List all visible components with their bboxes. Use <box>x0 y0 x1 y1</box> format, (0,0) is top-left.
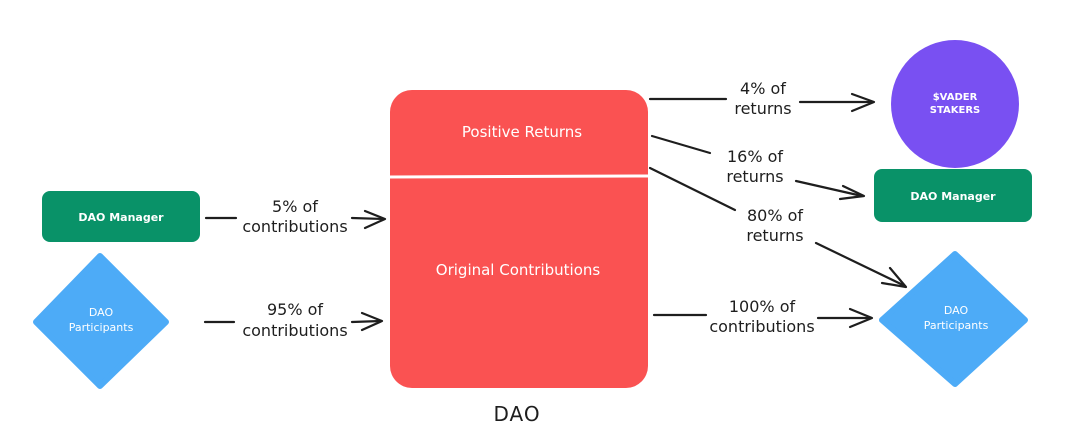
dao-manager-right-node[interactable]: DAO Manager <box>874 169 1032 222</box>
edge-to-participants-returns-line-b <box>814 241 907 288</box>
dao-participants-right-node[interactable]: DAO Participants <box>879 251 1028 387</box>
original-contributions-label: Original Contributions <box>436 261 601 279</box>
dao-participants-right-line2: Participants <box>924 319 989 332</box>
edge-to-participants-contrib-label-1: 100% of <box>729 297 796 316</box>
edge-to-stakers-label-2: returns <box>734 99 791 118</box>
positive-returns-label: Positive Returns <box>462 123 582 141</box>
edge-to-participants-returns: 80% of returns <box>648 166 908 289</box>
dao-title: DAO <box>493 402 540 426</box>
edge-to-manager-arrowhead <box>838 184 866 201</box>
edge-manager-in-label-1: 5% of <box>272 197 318 216</box>
edge-participants-in-label-1: 95% of <box>267 300 323 319</box>
dao-participants-right-line1: DAO <box>944 304 969 317</box>
edge-participants-in: 95% of contributions <box>203 300 384 340</box>
dao-manager-right-label: DAO Manager <box>910 190 996 203</box>
edge-to-manager-label-2: returns <box>726 167 783 186</box>
edge-to-manager: 16% of returns <box>650 134 866 201</box>
edge-to-stakers-arrowhead <box>850 92 876 113</box>
edge-participants-in-arrowhead <box>360 311 384 332</box>
edge-to-participants-returns-label-1: 80% of <box>747 206 803 225</box>
edge-to-participants-contrib: 100% of contributions <box>652 297 874 336</box>
edge-to-participants-returns-label-2: returns <box>746 226 803 245</box>
edge-manager-in-line-b <box>350 216 386 221</box>
dao-block-divider <box>389 174 649 179</box>
edge-to-stakers: 4% of returns <box>648 79 876 118</box>
edge-manager-in-arrowhead <box>363 209 387 230</box>
dao-participants-left-line1: DAO <box>89 306 114 319</box>
dao-manager-left-label: DAO Manager <box>78 211 164 224</box>
edge-manager-in: 5% of contributions <box>204 197 387 236</box>
dao-manager-left-node[interactable]: DAO Manager <box>42 191 200 242</box>
edge-participants-in-label-2: contributions <box>242 321 347 340</box>
edge-to-participants-returns-line-a <box>648 166 737 212</box>
vader-stakers-node[interactable]: $VADER STAKERS <box>891 40 1019 168</box>
edge-to-manager-label-1: 16% of <box>727 147 783 166</box>
edge-to-participants-contrib-arrowhead <box>848 307 874 329</box>
edge-to-manager-line-b <box>794 179 864 198</box>
dao-block[interactable]: Positive Returns Original Contributions <box>389 90 649 388</box>
vader-stakers-line2: STAKERS <box>930 105 980 116</box>
vader-stakers-line1: $VADER <box>933 92 978 103</box>
edge-participants-in-line-b <box>350 319 383 324</box>
dao-participants-left-line2: Participants <box>69 321 134 334</box>
edge-to-stakers-label-1: 4% of <box>740 79 786 98</box>
edge-manager-in-label-2: contributions <box>242 217 347 236</box>
dao-participants-left-node[interactable]: DAO Participants <box>33 253 169 389</box>
edge-to-participants-returns-arrowhead <box>880 266 908 289</box>
edge-to-manager-line-a <box>650 134 712 155</box>
edge-to-participants-contrib-label-2: contributions <box>709 317 814 336</box>
